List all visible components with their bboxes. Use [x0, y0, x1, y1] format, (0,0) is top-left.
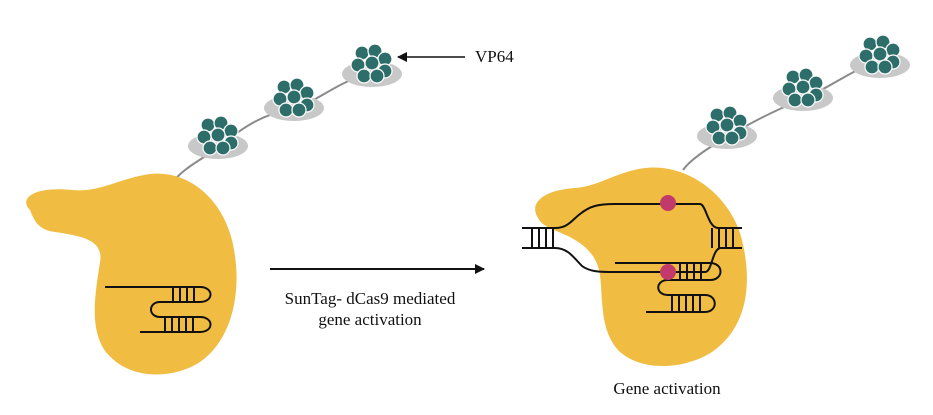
guide-rna [105, 286, 212, 333]
dcas9-protein [535, 167, 747, 366]
protein-cluster-icon [781, 67, 824, 108]
vp64-unit-1 [188, 115, 248, 159]
dot-icon [660, 195, 676, 211]
mechanism-label: SunTag- dCas9 mediated gene activation [260, 288, 480, 330]
left-complex [26, 43, 465, 375]
suntag-linker [171, 67, 396, 185]
vp64-unit-1 [697, 105, 757, 149]
vp64-unit-3 [342, 43, 402, 87]
protein-cluster-icon [196, 115, 239, 156]
protein-cluster-icon [705, 105, 748, 146]
vp64-label: VP64 [475, 47, 514, 66]
dot-icon [660, 264, 676, 280]
protein-cluster-icon [858, 34, 901, 75]
mechanism-label-line-1: SunTag- dCas9 mediated [284, 289, 456, 308]
vp64-unit-2 [773, 67, 833, 111]
guide-rna [615, 262, 722, 313]
right-complex [522, 34, 910, 366]
mechanism-label-line-2: gene activation [318, 310, 422, 329]
suntag-linker [682, 59, 881, 171]
vp64-unit-2 [264, 77, 324, 121]
dcas9-protein [26, 173, 237, 375]
protein-cluster-icon [350, 43, 393, 84]
dna-duplex [522, 203, 742, 273]
vp64-unit-3 [850, 34, 910, 78]
result-label: Gene activation [613, 379, 721, 398]
protein-cluster-icon [272, 77, 315, 118]
